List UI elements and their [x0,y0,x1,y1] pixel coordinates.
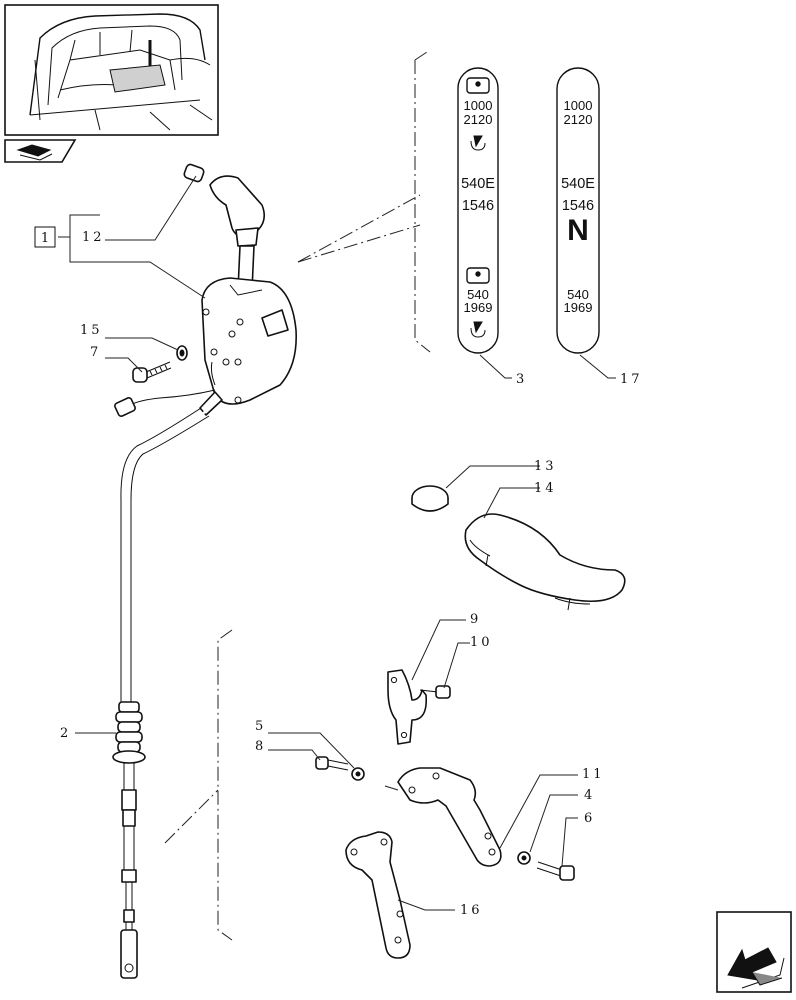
callout-2[interactable]: 2 [60,726,71,741]
callout-12[interactable]: 12 [82,230,105,245]
prev-page-arrow-icon[interactable] [4,139,77,163]
decal-projection-lines [297,49,431,353]
clamp-9 [387,669,428,745]
lower-projection-lines [164,629,233,941]
callout-7[interactable]: 7 [90,345,101,360]
bolt-10 [419,685,451,699]
callout-box-1[interactable] [34,226,56,248]
screw-7 [132,361,172,383]
callout-labels: 1 12 15 7 2 3 17 13 14 9 10 5 8 11 4 6 1… [34,226,643,918]
washer-4 [517,851,531,865]
callout-10[interactable]: 10 [470,635,493,650]
callout-14[interactable]: 14 [534,481,557,496]
callout-16[interactable]: 16 [460,903,483,918]
callout-5[interactable]: 5 [255,719,266,734]
callout-15[interactable]: 15 [80,323,103,338]
callout-8[interactable]: 8 [255,739,266,754]
callout-13[interactable]: 13 [534,459,557,474]
rotation-icon-bottom [470,321,486,338]
knob-pin [183,163,205,183]
pto-control-lever [114,175,297,417]
pto-speed-icon-bottom [466,267,490,284]
grommet-13 [411,485,449,512]
bracket-11 [397,767,502,867]
washer-15 [176,345,188,361]
locator-thumbnail[interactable] [4,4,219,163]
callout-6[interactable]: 6 [584,811,595,826]
callout-4[interactable]: 4 [584,788,595,803]
callout-11[interactable]: 11 [582,767,605,782]
control-cable [112,407,210,979]
cover-plate-14 [464,513,626,611]
decal3-mid-line1: 540E [461,176,495,192]
bracket-16 [345,831,411,959]
decal3-bottom-line1: 540 [467,287,489,302]
decal3-top-line1: 1000 [464,98,493,113]
decal17-bottom-line1: 540 [567,287,589,302]
callout-3[interactable]: 3 [516,372,527,387]
decal-part-17: 1000 2120 540E 1546 N 540 1969 [556,67,600,354]
decal17-mid-line2: 1546 [562,198,594,214]
decal17-top-line2: 2120 [564,112,593,127]
decal3-top-line2: 2120 [464,112,493,127]
decal17-neutral: N [567,214,589,247]
callout-1[interactable]: 1 [41,231,49,246]
decal3-mid-line2: 1546 [462,198,494,214]
decal3-bottom-line2: 1969 [464,300,493,315]
decal17-bottom-line2: 1969 [564,300,593,315]
bolt-8 [315,756,349,771]
pto-speed-icon-top [466,77,490,94]
callout-17[interactable]: 17 [620,372,643,387]
leader-lines [58,175,616,911]
washer-5 [351,767,365,781]
callout-9[interactable]: 9 [470,612,481,627]
decal17-top-line1: 1000 [564,98,593,113]
next-page-arrow-icon[interactable] [716,911,792,993]
decal-part-3: 1000 2120 540E 1546 540 1969 [457,67,499,354]
bolt-6 [536,861,575,881]
rotation-icon-top [470,135,486,151]
decal17-mid-line1: 540E [561,176,595,192]
